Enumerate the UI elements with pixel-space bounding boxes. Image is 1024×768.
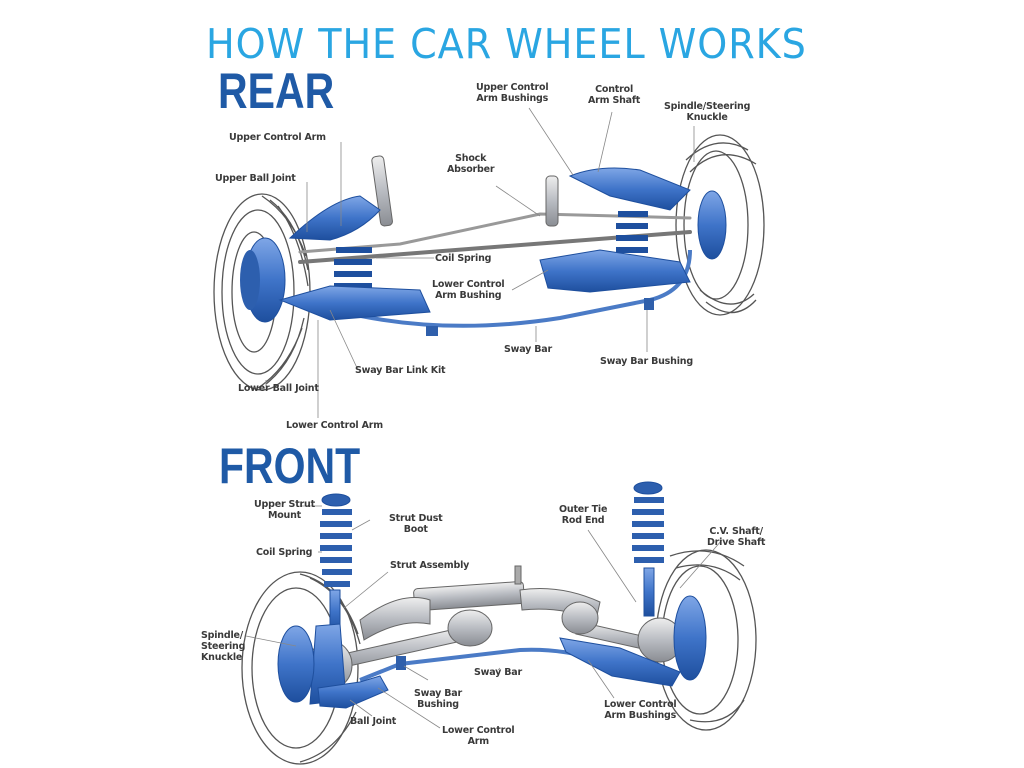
rear-label-upper-ball-joint: Upper Ball Joint — [215, 173, 296, 184]
rear-left-lower-control-arm — [278, 285, 431, 321]
front-label-cv-shaft-drive-shaft: C.V. Shaft/Drive Shaft — [707, 526, 766, 548]
front-label-strut-assembly: Strut Assembly — [390, 560, 470, 571]
rear-label-coil-spring: Coil Spring — [435, 253, 492, 264]
front-right-lower-control-arm — [559, 637, 681, 687]
front-label-coil-spring: Coil Spring — [256, 547, 313, 558]
front-steering-rack — [359, 565, 601, 641]
front-left-lower-control-arm — [317, 675, 389, 709]
rear-right-hub — [697, 190, 727, 260]
rear-sway-bar-mount — [426, 326, 438, 336]
rear-section-heading: REAR — [218, 63, 335, 119]
rear-label-sway-bar: Sway Bar — [504, 344, 552, 355]
rear-right-coil-spring — [616, 211, 648, 265]
rear-sway-bar-bushing-part — [644, 298, 654, 310]
rear-shocks — [371, 155, 559, 227]
front-label-sway-bar: Sway Bar — [474, 667, 522, 678]
rear-left-hub — [240, 237, 286, 323]
front-leader-lines — [245, 505, 723, 729]
front-assembly — [241, 481, 757, 765]
rear-assembly — [213, 107, 765, 418]
rear-label-sway-bar-link-kit: Sway Bar Link Kit — [355, 365, 446, 376]
front-right-strut — [632, 481, 664, 617]
diagram-title: HOW THE CAR WHEEL WORKS — [206, 20, 807, 68]
front-section-heading: FRONT — [219, 438, 361, 494]
rear-left-coil-spring — [334, 247, 372, 301]
rear-right-upper-control-arm — [568, 167, 691, 211]
rear-label-upper-control-arm: Upper Control Arm — [229, 132, 326, 143]
front-label-ball-joint: Ball Joint — [350, 716, 397, 727]
front-right-hub — [673, 595, 707, 681]
rear-right-lower-control-arm — [539, 249, 691, 293]
front-left-hub — [277, 623, 347, 705]
front-sway-bar-bushing-part — [396, 656, 406, 670]
front-left-strut — [320, 493, 352, 633]
rear-label-lower-control-arm: Lower Control Arm — [286, 420, 383, 431]
rear-label-sway-bar-bushing: Sway Bar Bushing — [600, 356, 693, 367]
rear-leader-lines — [265, 107, 695, 418]
rear-label-lower-ball-joint: Lower Ball Joint — [238, 383, 319, 394]
rear-left-upper-control-arm — [288, 195, 381, 241]
